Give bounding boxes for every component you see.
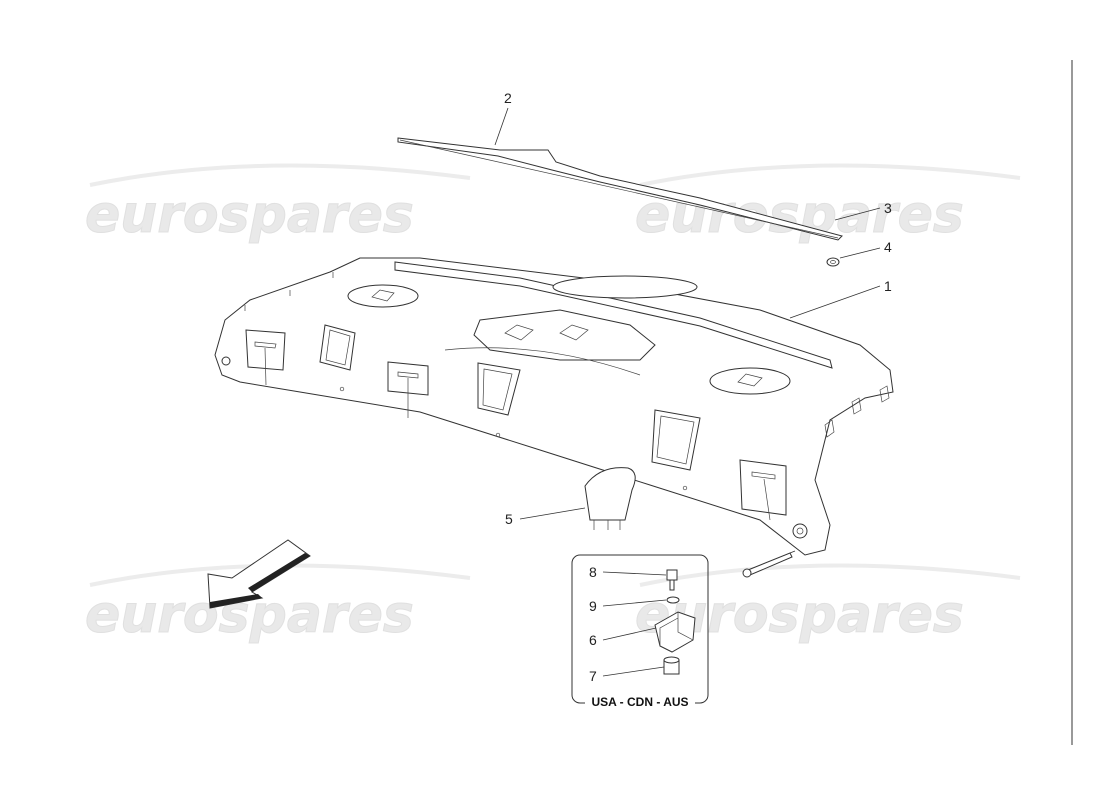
part-7-spacer bbox=[663, 656, 680, 675]
part-6-bracket bbox=[654, 611, 696, 653]
part-8-screw bbox=[666, 569, 678, 591]
watermark-swoosh bbox=[639, 163, 1021, 187]
front-direction-arrow-icon bbox=[207, 539, 311, 609]
part-1-rear-shelf bbox=[214, 257, 894, 556]
callout-7: 7 bbox=[589, 668, 597, 684]
watermark-text: eurospares bbox=[635, 185, 964, 245]
callout-labels: 1 2 3 4 5 6 7 8 9 bbox=[504, 90, 892, 684]
watermark-group: eurospares eurospares eurospares eurospa… bbox=[85, 163, 1021, 646]
detail-box-usa-cdn-aus: USA - CDN - AUS bbox=[571, 554, 709, 709]
region-label-bg bbox=[585, 693, 695, 709]
watermark-swoosh bbox=[89, 163, 471, 187]
part-4-washer bbox=[826, 257, 840, 267]
callout-9: 9 bbox=[589, 598, 597, 614]
callout-4: 4 bbox=[884, 239, 892, 255]
region-label: USA - CDN - AUS bbox=[591, 695, 688, 709]
watermark-swoosh bbox=[639, 563, 1021, 587]
part-5-bracket-cover bbox=[584, 467, 636, 530]
callout-2: 2 bbox=[504, 90, 512, 106]
leader-lines bbox=[494, 107, 881, 677]
part-9-washer bbox=[666, 596, 680, 604]
callout-1: 1 bbox=[884, 278, 892, 294]
callout-8: 8 bbox=[589, 564, 597, 580]
callout-5: 5 bbox=[505, 511, 513, 527]
shelf-mounting-bolt bbox=[742, 550, 796, 578]
callout-3: 3 bbox=[884, 200, 892, 216]
watermark-text: eurospares bbox=[85, 185, 414, 245]
part-2-trim-strip bbox=[397, 137, 843, 241]
callout-6: 6 bbox=[589, 632, 597, 648]
